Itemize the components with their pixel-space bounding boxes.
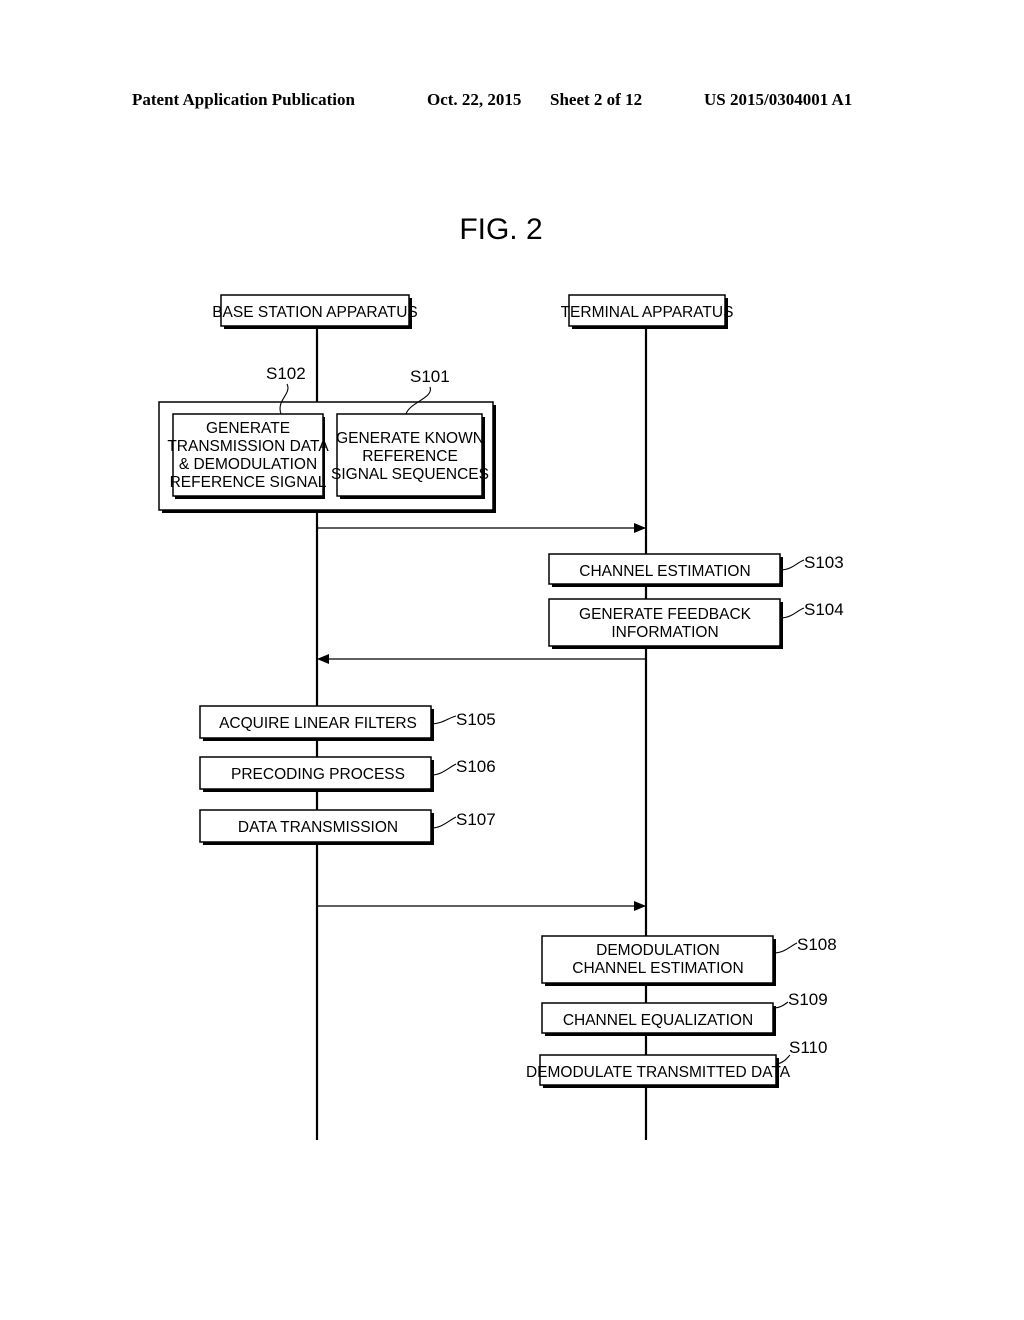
step-s106-leader <box>430 763 457 776</box>
step-s105-line-1: ACQUIRE LINEAR FILTERS <box>219 715 417 732</box>
step-s102-box: GENERATE TRANSMISSION DATA & DEMODULATIO… <box>167 413 329 499</box>
step-s102-label: S102 <box>266 364 306 383</box>
step-s107-box: DATA TRANSMISSION <box>199 809 434 845</box>
publication-label: Patent Application Publication <box>132 90 355 109</box>
terminal-actor: TERMINAL APPARATUS <box>561 294 734 329</box>
patent-number: US 2015/0304001 A1 <box>704 90 853 109</box>
step-s108-leader <box>772 942 798 954</box>
step-s108-box: DEMODULATION CHANNEL ESTIMATION <box>541 935 776 986</box>
step-s106-box: PRECODING PROCESS <box>199 756 434 792</box>
step-s103-box: CHANNEL ESTIMATION <box>548 553 783 587</box>
base-station-actor: BASE STATION APPARATUS <box>212 294 418 329</box>
step-s105-label: S105 <box>456 710 496 729</box>
step-s102-leader <box>279 383 289 415</box>
step-s109-label: S109 <box>788 990 828 1009</box>
base-station-label: BASE STATION APPARATUS <box>212 304 418 321</box>
step-s107-label: S107 <box>456 810 496 829</box>
step-s106-label: S106 <box>456 757 496 776</box>
step-s104-box: GENERATE FEEDBACK INFORMATION <box>548 598 783 649</box>
step-s102-line-1: GENERATE <box>206 420 290 437</box>
step-s110-line-1: DEMODULATE TRANSMITTED DATA <box>526 1064 791 1081</box>
figure-title: FIG. 2 <box>459 213 543 246</box>
step-s108-label: S108 <box>797 935 837 954</box>
step-s101-leader <box>405 386 431 415</box>
sheet-number: Sheet 2 of 12 <box>550 90 643 109</box>
step-s102-line-2: TRANSMISSION DATA <box>167 438 329 455</box>
step-s104-label: S104 <box>804 600 844 619</box>
step-s103-line-1: CHANNEL ESTIMATION <box>579 563 750 580</box>
step-s104-leader <box>779 607 805 619</box>
step-s110-leader <box>775 1054 791 1065</box>
step-s101-label: S101 <box>410 367 450 386</box>
step-s101-line-3: SIGNAL SEQUENCES <box>331 466 489 483</box>
step-s103-label: S103 <box>804 553 844 572</box>
step-s105-leader <box>430 715 457 725</box>
step-s102-line-4: REFERENCE SIGNAL <box>170 474 327 491</box>
step-s101-line-1: GENERATE KNOWN <box>336 430 484 447</box>
step-s109-leader <box>772 1001 789 1009</box>
step-s105-box: ACQUIRE LINEAR FILTERS <box>199 705 434 741</box>
step-s104-line-2: INFORMATION <box>611 624 718 641</box>
terminal-label: TERMINAL APPARATUS <box>561 304 734 321</box>
step-s101-line-2: REFERENCE <box>362 448 458 465</box>
step-s104-line-1: GENERATE FEEDBACK <box>579 606 752 623</box>
step-s107-leader <box>430 816 457 829</box>
publication-date: Oct. 22, 2015 <box>427 90 522 109</box>
step-s102-line-3: & DEMODULATION <box>179 456 317 473</box>
step-s110-box: DEMODULATE TRANSMITTED DATA <box>526 1054 791 1088</box>
step-s108-line-1: DEMODULATION <box>596 942 720 959</box>
step-s109-line-1: CHANNEL EQUALIZATION <box>563 1012 753 1029</box>
step-s106-line-1: PRECODING PROCESS <box>231 766 405 783</box>
step-s108-line-2: CHANNEL ESTIMATION <box>572 960 743 977</box>
step-s109-box: CHANNEL EQUALIZATION <box>541 1002 776 1036</box>
step-s103-leader <box>779 559 805 571</box>
step-s107-line-1: DATA TRANSMISSION <box>238 819 398 836</box>
step-s101-box: GENERATE KNOWN REFERENCE SIGNAL SEQUENCE… <box>331 413 489 499</box>
step-s110-label: S110 <box>789 1038 827 1057</box>
